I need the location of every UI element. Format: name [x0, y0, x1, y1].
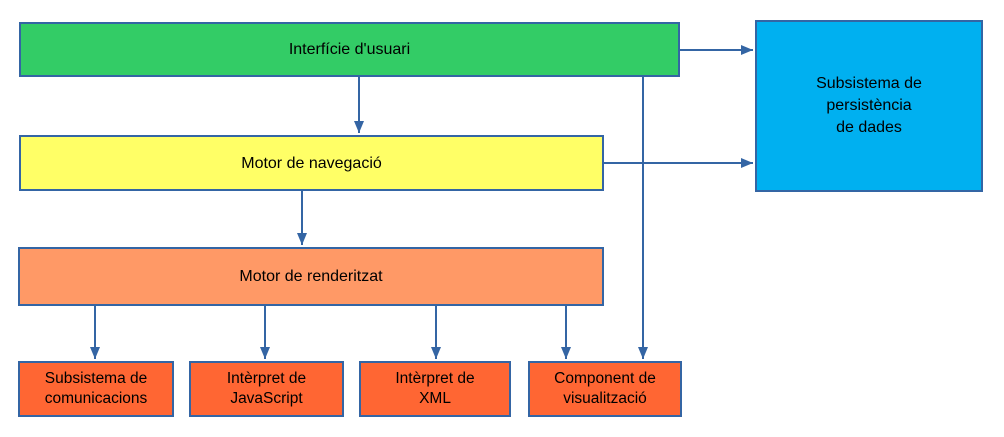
- box-label-line: de dades: [836, 119, 902, 136]
- box-subsistema-comunicacions: Subsistema de comunicacions: [18, 361, 174, 417]
- box-component-visualitzacio: Component de visualització: [528, 361, 682, 417]
- box-label-line: persistència: [826, 97, 912, 114]
- box-label: Interfície d'usuari: [288, 41, 411, 58]
- box-label-line: Intèrpret de: [226, 370, 307, 387]
- box-label-line: XML: [419, 390, 451, 407]
- box-subsistema-persistencia: Subsistema de persistència de dades: [755, 20, 983, 192]
- box-motor-navegacio: Motor de navegació: [19, 135, 604, 191]
- box-interpret-javascript: Intèrpret de JavaScript: [189, 361, 344, 417]
- box-label: Motor de renderitzat: [239, 268, 383, 285]
- box-label-line: Subsistema de: [44, 370, 148, 387]
- box-label: Motor de navegació: [241, 154, 382, 172]
- box-motor-renderitzat: Motor de renderitzat: [18, 247, 604, 306]
- box-interficie-dusuari: Interfície d'usuari: [19, 22, 680, 77]
- box-label-line: Component de: [554, 370, 656, 387]
- box-label-line: JavaScript: [230, 390, 303, 407]
- box-label-line: Intèrpret de: [395, 370, 475, 387]
- box-interpret-xml: Intèrpret de XML: [359, 361, 511, 417]
- box-label-line: Subsistema de: [816, 75, 922, 92]
- box-label-line: comunicacions: [44, 390, 148, 407]
- box-label-line: visualització: [563, 390, 647, 407]
